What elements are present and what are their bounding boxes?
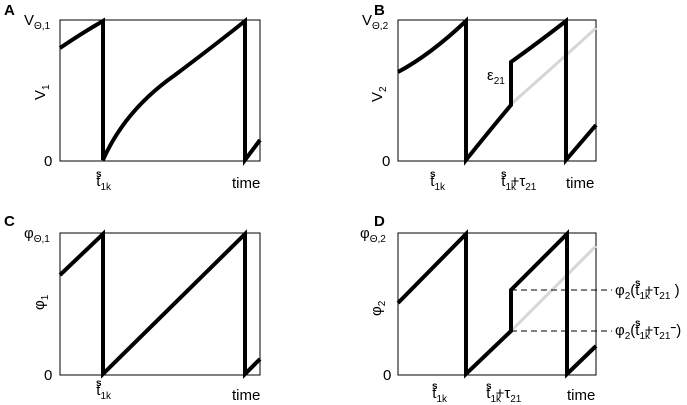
- panel-c-threshold-label: φΘ,1: [24, 225, 50, 245]
- panel-b-delayed-time-label: t1ks+τ21: [501, 169, 537, 193]
- panel-d-frame: [397, 232, 597, 376]
- panel-d-y-axis-label: φ2: [368, 300, 388, 316]
- panel-a-frame: [59, 19, 261, 162]
- panel-b-threshold-label: VΘ,2: [362, 12, 389, 32]
- panel-b-zero-label: 0: [382, 153, 390, 170]
- panel-b-time-label: time: [566, 175, 594, 192]
- panel-a-threshold-label: VΘ,1: [24, 12, 51, 32]
- panel-b-y-axis-label: V2: [369, 86, 389, 102]
- panel-d-unperturbed-trace: [509, 244, 598, 333]
- panel-letter-c: C: [4, 213, 15, 230]
- panel-d-delayed-time-label: t1ks+τ21: [486, 381, 522, 405]
- panel-a-zero-label: 0: [44, 153, 52, 170]
- panel-c: C φΘ,1 φ1 0 t1ks time: [4, 213, 262, 404]
- panel-d: D φΘ,2 φ2 0 φ2(t1ks+τ21 ) φ2(t1ks+τ21−) …: [360, 213, 681, 405]
- panel-b-frame: [397, 19, 597, 162]
- panel-letter-d: D: [374, 213, 385, 230]
- panel-letter-a: A: [4, 2, 15, 19]
- panel-d-phase-trace: [396, 229, 598, 379]
- panel-d-time-label: time: [567, 387, 595, 404]
- panel-d-upper-annotation: φ2(t1ks+τ21 ): [615, 278, 680, 302]
- panel-a-voltage-trace: [58, 16, 262, 166]
- panel-b-jump-label: ε21: [487, 67, 505, 87]
- panel-d-lower-annotation: φ2(t1ks+τ21−): [615, 318, 681, 342]
- panel-b-spike-time-label: t1ks: [430, 169, 446, 193]
- panel-c-y-axis-label: φ1: [31, 294, 51, 310]
- panel-c-frame: [59, 232, 261, 376]
- panel-a-time-label: time: [232, 175, 260, 192]
- panel-b-unperturbed-trace: [509, 26, 598, 107]
- panel-letter-b: B: [374, 2, 385, 19]
- panel-b: B VΘ,2 V2 0 ε21 t1ks t1ks+τ21 time: [362, 2, 598, 193]
- panel-c-zero-label: 0: [44, 367, 52, 384]
- panel-b-voltage-trace: [397, 16, 598, 166]
- panel-d-spike-time-label: t1ks: [432, 381, 448, 405]
- panel-c-time-label: time: [232, 387, 260, 404]
- panel-a-y-axis-label: V1: [32, 84, 52, 100]
- panel-d-threshold-label: φΘ,2: [360, 225, 386, 245]
- panel-c-spike-time-label: t1ks: [96, 378, 112, 402]
- panel-d-zero-label: 0: [383, 367, 391, 384]
- panel-c-phase-trace: [58, 229, 262, 379]
- panel-a: A VΘ,1 V1 0 t1ks time: [4, 2, 262, 193]
- panel-a-spike-time-label: t1ks: [96, 169, 112, 193]
